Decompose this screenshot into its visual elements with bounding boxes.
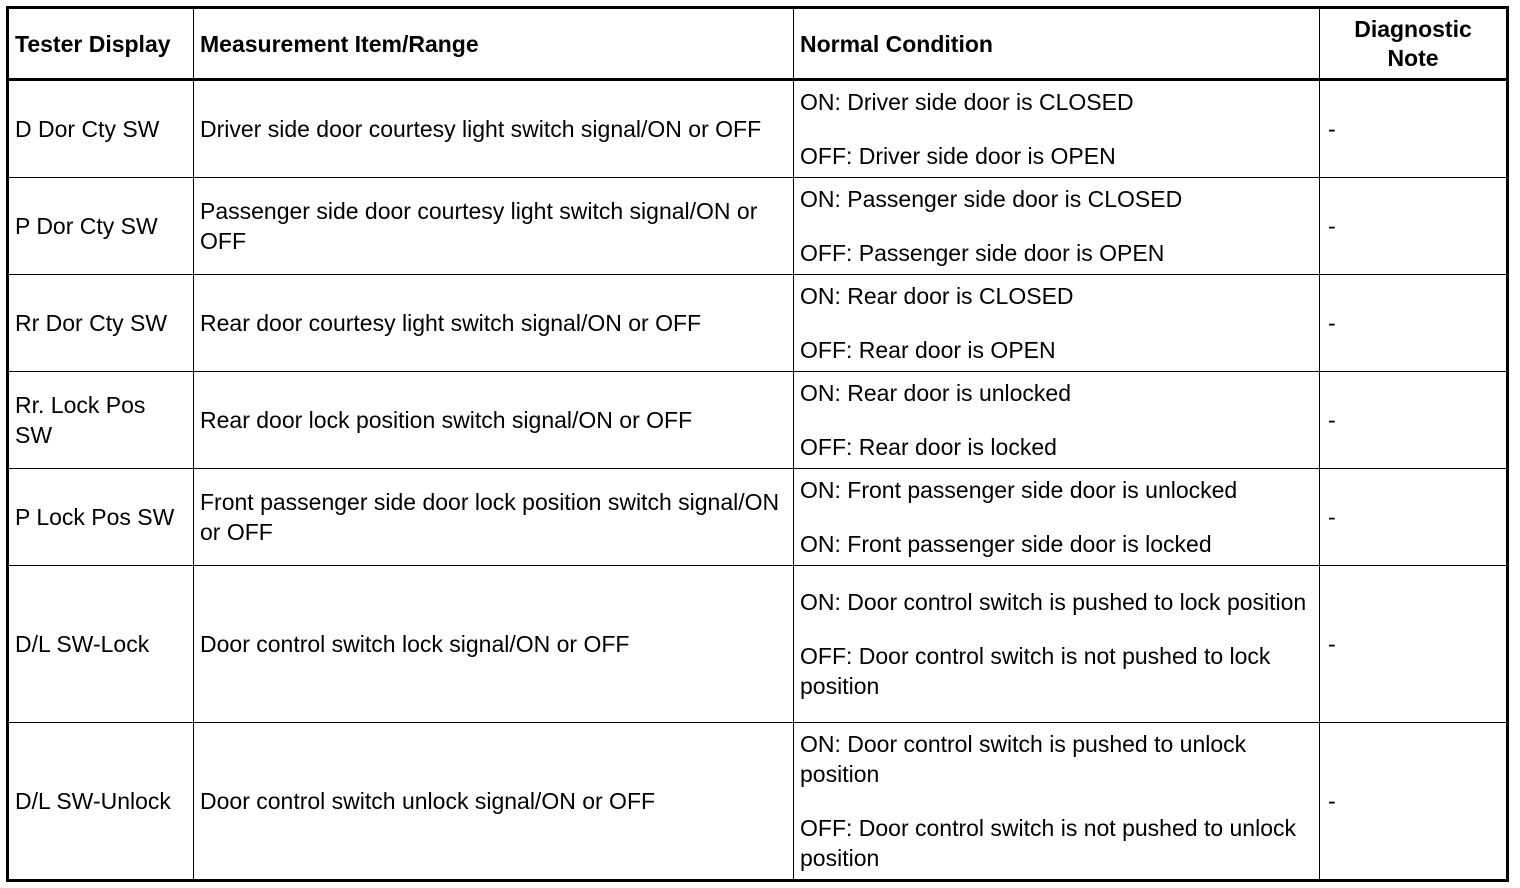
diagnostic-note-cell: - xyxy=(1319,565,1508,723)
normal-condition-cell: ON: Rear door is CLOSED OFF: Rear door i… xyxy=(793,274,1320,372)
normal-condition-cell: ON: Driver side door is CLOSED OFF: Driv… xyxy=(793,79,1320,178)
tester-display-cell: P Lock Pos SW xyxy=(7,468,194,566)
diagnostic-note-cell: - xyxy=(1319,274,1508,372)
measurement-cell: Door control switch unlock signal/ON or … xyxy=(193,722,794,881)
tester-display-cell: D/L SW-Lock xyxy=(7,565,194,723)
header-diagnostic-note: Diagnostic Note xyxy=(1319,7,1508,81)
tester-display-cell: D Dor Cty SW xyxy=(7,79,194,178)
table-row: D/L SW-Unlock Door control switch unlock… xyxy=(7,722,1508,881)
condition-on-text: ON: Front passenger side door is unlocke… xyxy=(800,477,1238,503)
condition-off-text: OFF: Door control switch is not pushed t… xyxy=(800,815,1296,871)
normal-condition-cell: ON: Door control switch is pushed to unl… xyxy=(793,722,1320,881)
measurement-cell: Driver side door courtesy light switch s… xyxy=(193,79,794,178)
data-list-table: Tester Display Measurement Item/Range No… xyxy=(6,6,1509,882)
diagnostic-note-cell: - xyxy=(1319,79,1508,178)
diagnostic-note-cell: - xyxy=(1319,468,1508,566)
condition-off-text: OFF: Passenger side door is OPEN xyxy=(800,240,1165,266)
normal-condition-cell: ON: Front passenger side door is unlocke… xyxy=(793,468,1320,566)
condition-off-text: OFF: Rear door is OPEN xyxy=(800,337,1056,363)
condition-off-text: OFF: Driver side door is OPEN xyxy=(800,143,1116,169)
tester-display-cell: D/L SW-Unlock xyxy=(7,722,194,881)
table-row: D Dor Cty SW Driver side door courtesy l… xyxy=(7,79,1508,178)
condition-on-text: ON: Door control switch is pushed to loc… xyxy=(800,589,1307,615)
condition-on-text: ON: Rear door is unlocked xyxy=(800,380,1072,406)
header-measurement-item: Measurement Item/Range xyxy=(193,7,794,81)
condition-off-text: ON: Front passenger side door is locked xyxy=(800,531,1212,557)
measurement-cell: Door control switch lock signal/ON or OF… xyxy=(193,565,794,723)
header-normal-condition: Normal Condition xyxy=(793,7,1320,81)
header-tester-display: Tester Display xyxy=(7,7,194,81)
tester-display-cell: P Dor Cty SW xyxy=(7,177,194,275)
table-row: P Dor Cty SW Passenger side door courtes… xyxy=(7,177,1508,275)
tester-display-cell: Rr. Lock Pos SW xyxy=(7,371,194,469)
measurement-cell: Rear door courtesy light switch signal/O… xyxy=(193,274,794,372)
table-row: Rr. Lock Pos SW Rear door lock position … xyxy=(7,371,1508,469)
normal-condition-cell: ON: Passenger side door is CLOSED OFF: P… xyxy=(793,177,1320,275)
measurement-cell: Rear door lock position switch signal/ON… xyxy=(193,371,794,469)
table-row: D/L SW-Lock Door control switch lock sig… xyxy=(7,565,1508,723)
condition-on-text: ON: Rear door is CLOSED xyxy=(800,283,1074,309)
condition-off-text: OFF: Rear door is locked xyxy=(800,434,1057,460)
normal-condition-cell: ON: Rear door is unlocked OFF: Rear door… xyxy=(793,371,1320,469)
condition-off-text: OFF: Door control switch is not pushed t… xyxy=(800,643,1271,699)
diagnostic-note-cell: - xyxy=(1319,722,1508,881)
table-row: Rr Dor Cty SW Rear door courtesy light s… xyxy=(7,274,1508,372)
condition-on-text: ON: Door control switch is pushed to unl… xyxy=(800,731,1247,787)
diagnostic-note-cell: - xyxy=(1319,371,1508,469)
normal-condition-cell: ON: Door control switch is pushed to loc… xyxy=(793,565,1320,723)
measurement-cell: Passenger side door courtesy light switc… xyxy=(193,177,794,275)
header-row: Tester Display Measurement Item/Range No… xyxy=(7,7,1508,81)
table-row: P Lock Pos SW Front passenger side door … xyxy=(7,468,1508,566)
tester-display-cell: Rr Dor Cty SW xyxy=(7,274,194,372)
condition-on-text: ON: Driver side door is CLOSED xyxy=(800,89,1134,115)
condition-on-text: ON: Passenger side door is CLOSED xyxy=(800,186,1183,212)
measurement-cell: Front passenger side door lock position … xyxy=(193,468,794,566)
diagnostic-note-cell: - xyxy=(1319,177,1508,275)
